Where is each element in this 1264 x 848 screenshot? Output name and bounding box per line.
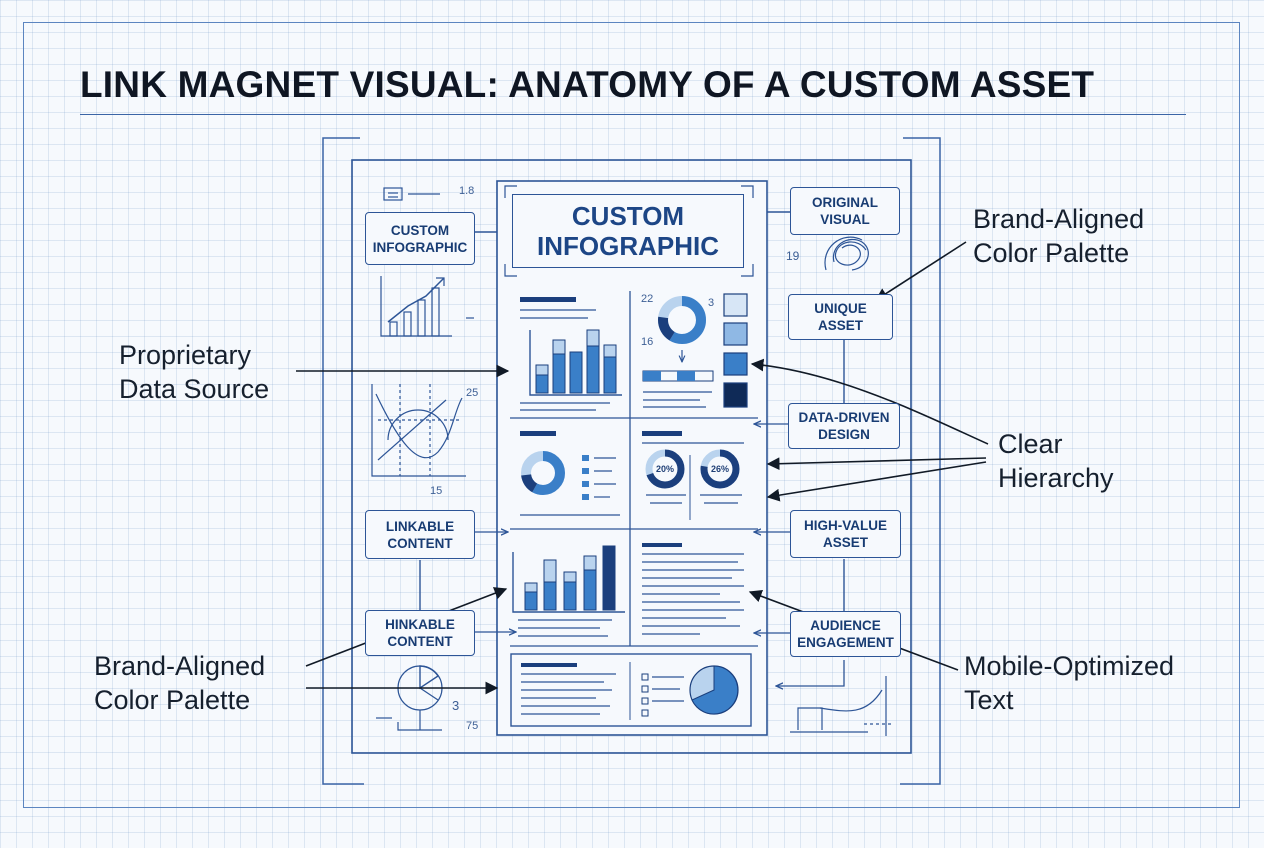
sketch-number: 1.8 (459, 185, 475, 197)
chart-number: 16 (641, 336, 654, 348)
annotation-proprietary-data: Proprietary Data Source (119, 340, 270, 404)
blue-arrows (475, 424, 845, 686)
infographic-header: CUSTOM INFOGRAPHIC (512, 194, 744, 268)
right-sketches (790, 236, 894, 736)
panel-summary (510, 653, 752, 727)
sketch-number: 75 (466, 720, 479, 732)
donut-label: 20% (655, 464, 674, 474)
annotation-brand-color-top: Brand-Aligned Color Palette (973, 204, 1145, 268)
sheet-outer (351, 159, 912, 754)
panel-dividers (510, 291, 758, 647)
outer-brackets (322, 137, 941, 785)
bar (602, 545, 616, 611)
annotation-brand-color-bottom: Brand-Aligned Color Palette (94, 651, 266, 715)
panel-text-block (642, 543, 744, 635)
chart-number: 3 (708, 297, 715, 309)
tag-unique-asset: UNIQUE ASSET (788, 294, 893, 340)
sketch-number: 19 (786, 249, 800, 263)
tag-data-driven-design: DATA-DRIVEN DESIGN (788, 403, 900, 449)
tag-high-value-asset: HIGH-VALUE ASSET (790, 510, 901, 558)
swatch-mid (723, 352, 748, 376)
swatch-lightest (723, 293, 748, 317)
tag-hinkable-content: HINKABLE CONTENT (365, 610, 475, 656)
page-title: LINK MAGNET VISUAL: ANATOMY OF A CUSTOM … (80, 64, 1095, 105)
sketch-number: 3 (452, 698, 460, 713)
panel-bar-chart-bottom (512, 545, 625, 637)
swatch-light (723, 322, 748, 346)
title-underline (80, 114, 1186, 115)
bar (569, 351, 583, 394)
chart-number: 22 (641, 293, 654, 305)
left-sketches (371, 187, 474, 731)
tag-audience-engagement: AUDIENCE ENGAGEMENT (790, 611, 901, 657)
swatch-dark (723, 382, 748, 408)
panel-donut-top (642, 296, 714, 408)
sketch-number: 25 (466, 387, 479, 399)
panel-percent-donuts (642, 431, 744, 520)
tag-connectors (419, 211, 845, 612)
tag-linkable-content: LINKABLE CONTENT (365, 510, 475, 559)
tag-original-visual: ORIGINAL VISUAL (790, 187, 900, 235)
panel-bar-chart-top (520, 297, 622, 411)
panel-donut-legend (520, 431, 620, 516)
tag-custom-infographic: CUSTOM INFOGRAPHIC (365, 212, 475, 265)
title-ticks (504, 185, 754, 277)
annotation-clear-hierarchy: Clear Hierarchy (998, 429, 1114, 493)
annotation-mobile-text: Mobile-Optimized Text (964, 651, 1175, 715)
color-swatches (723, 293, 748, 408)
donut-label: 26% (710, 464, 729, 474)
sketch-number: 15 (430, 485, 443, 497)
blueprint-frame (23, 22, 1240, 808)
